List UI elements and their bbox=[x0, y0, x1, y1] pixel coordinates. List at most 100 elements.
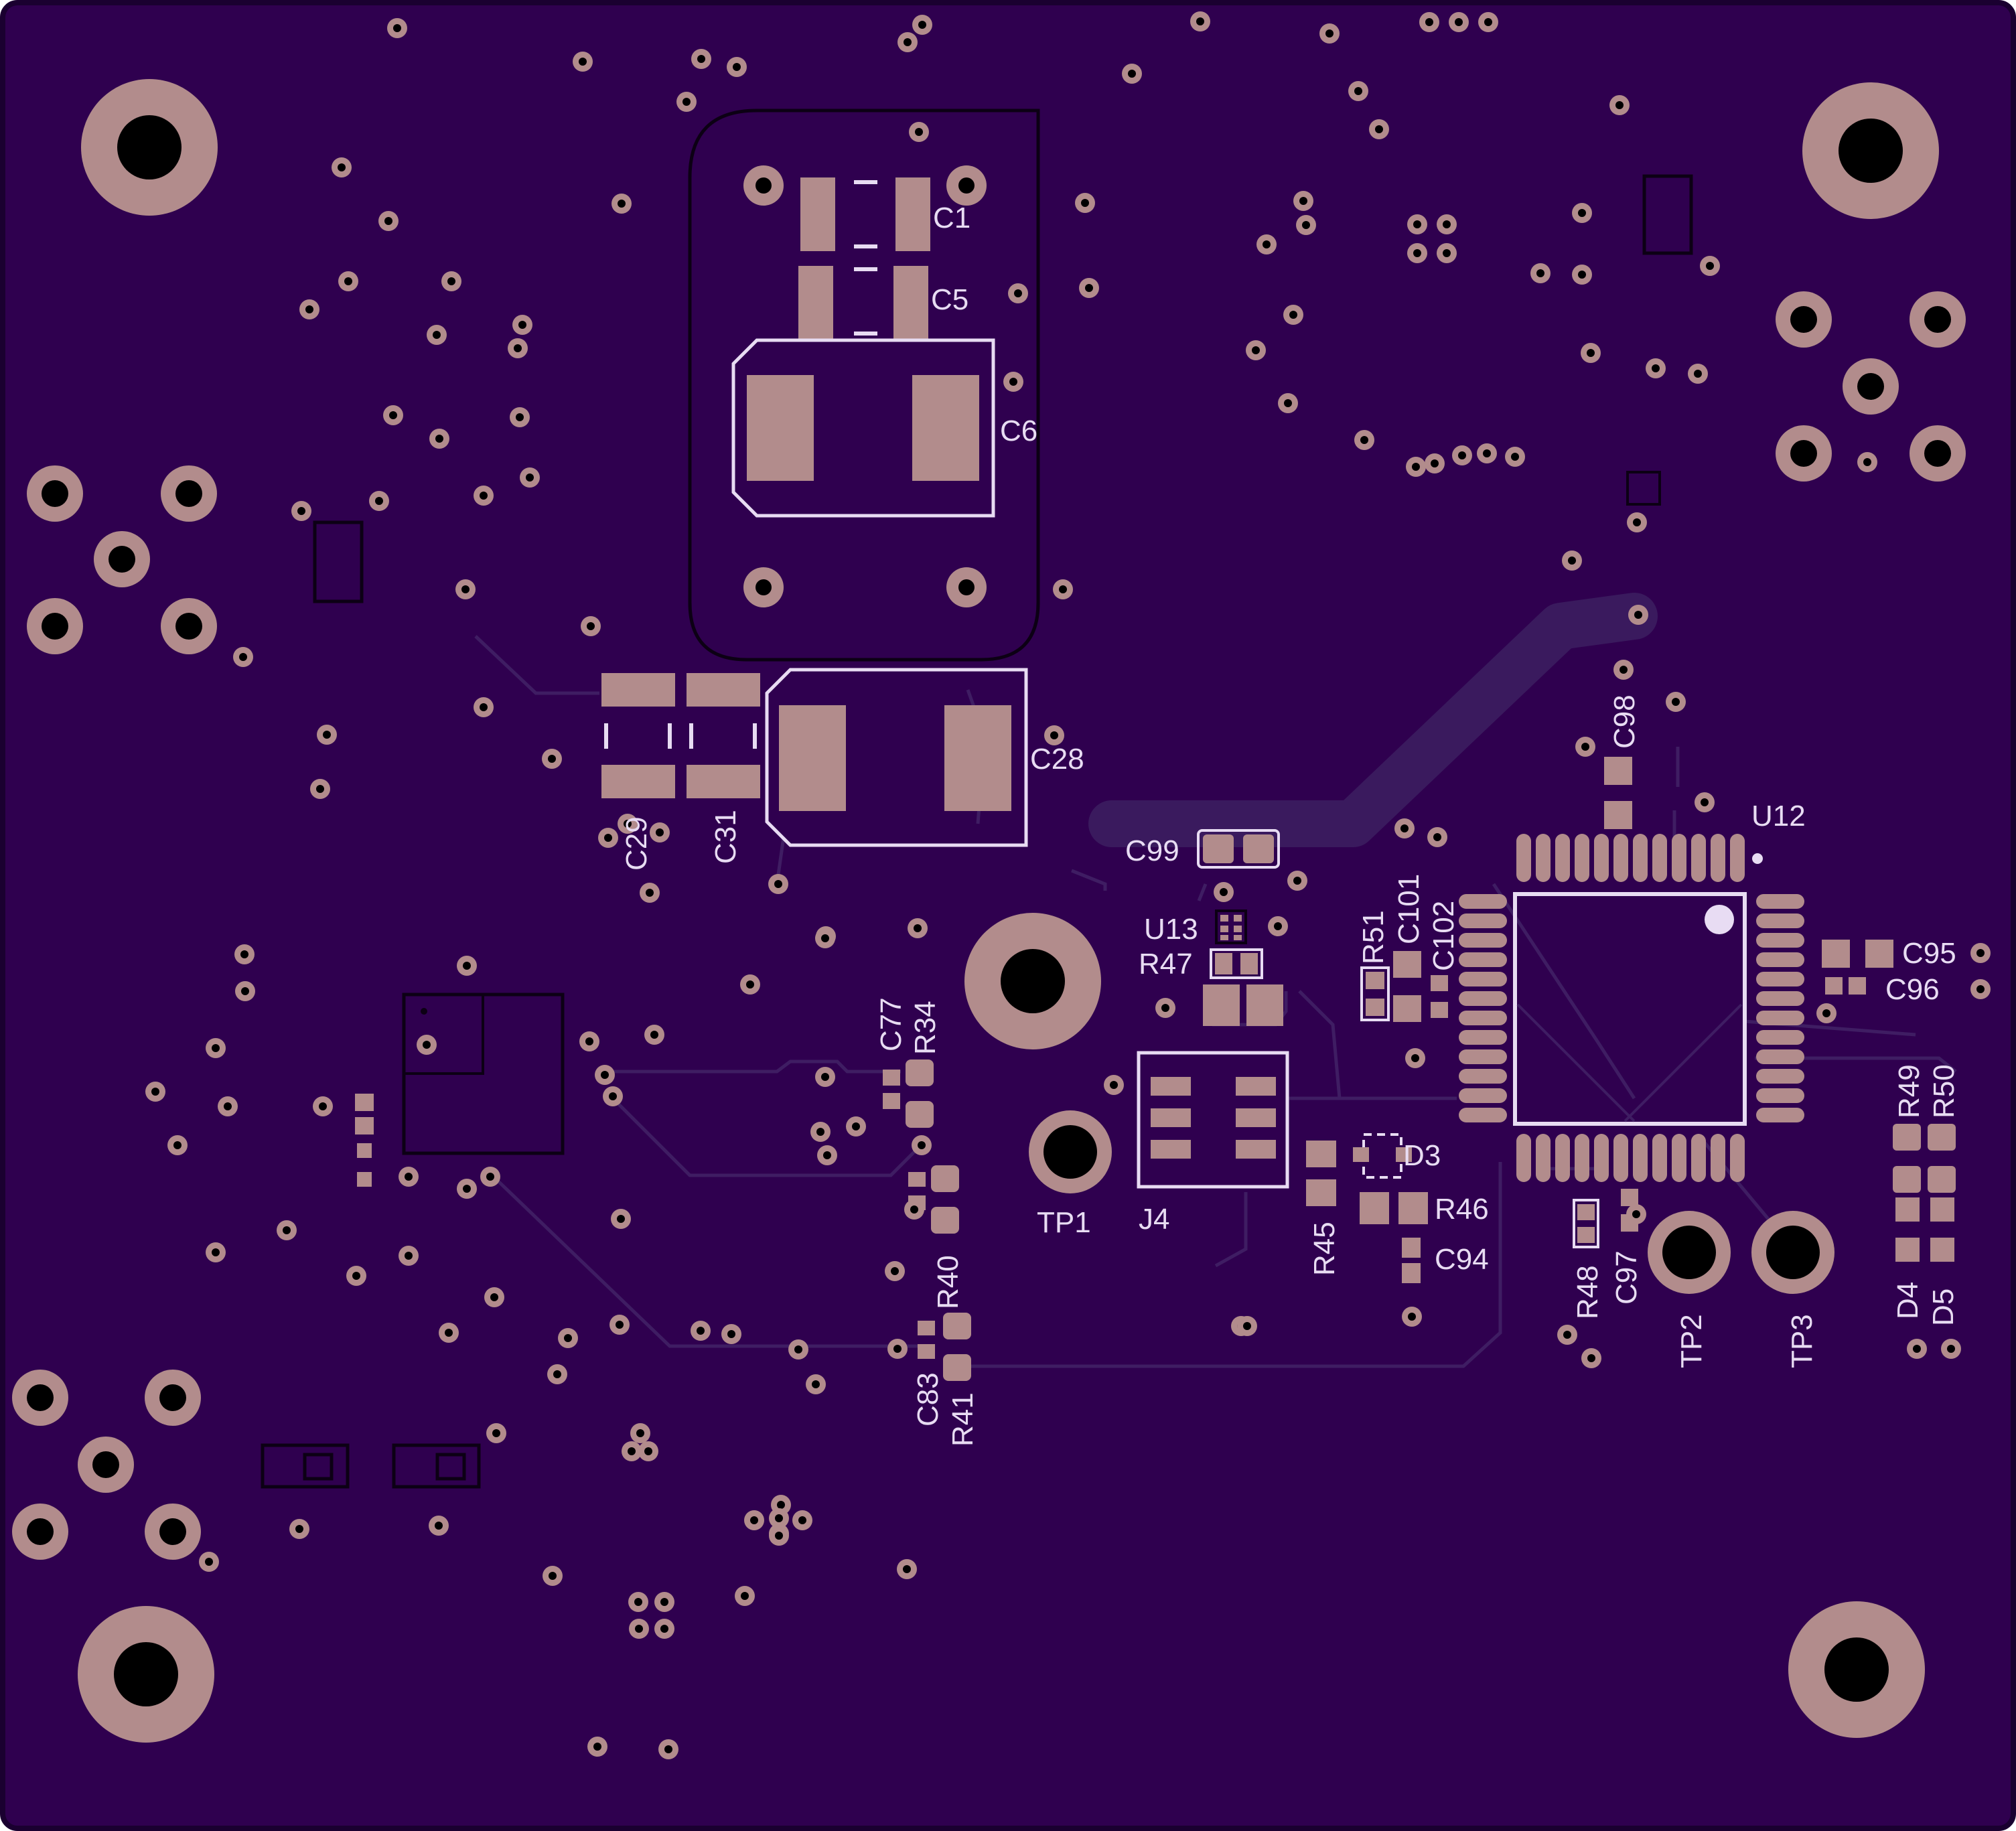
label-c31: C31 bbox=[709, 810, 742, 864]
ic-u12-pin bbox=[1756, 1069, 1804, 1084]
ic-u12-pin bbox=[1575, 1134, 1589, 1182]
capacitor-c98 bbox=[1604, 757, 1632, 829]
via-hole bbox=[1161, 1004, 1169, 1012]
via-hole bbox=[405, 1173, 413, 1181]
label-tp3: TP3 bbox=[1786, 1314, 1818, 1368]
via-hole bbox=[1706, 262, 1714, 270]
ic-u12-pin bbox=[1756, 952, 1804, 967]
via-hole bbox=[1672, 698, 1680, 706]
power-module-outline bbox=[688, 108, 1040, 662]
ic-u12-pin bbox=[1652, 834, 1667, 882]
via-hole bbox=[593, 1743, 601, 1751]
ic-u12-pin bbox=[1613, 1134, 1628, 1182]
diode-d3 bbox=[1353, 1147, 1412, 1162]
capacitor-c83 bbox=[918, 1321, 935, 1359]
via-hole bbox=[1302, 221, 1310, 229]
via-hole bbox=[393, 24, 401, 32]
ic-u12-pin bbox=[1756, 1030, 1804, 1045]
via-hole bbox=[741, 1592, 749, 1600]
via-hole bbox=[1455, 18, 1463, 26]
via-hole bbox=[423, 1041, 431, 1049]
via-hole bbox=[918, 1141, 926, 1149]
via-hole bbox=[435, 435, 443, 443]
ic-u12-pin bbox=[1459, 894, 1507, 909]
via-hole bbox=[635, 1625, 643, 1633]
resistor-r41 bbox=[943, 1313, 971, 1381]
label-c5: C5 bbox=[931, 283, 968, 316]
label-d5: D5 bbox=[1927, 1289, 1960, 1326]
ic-u12-pin bbox=[1756, 1108, 1804, 1122]
ic-u12-pin bbox=[1756, 1049, 1804, 1064]
via-hole bbox=[816, 1128, 824, 1136]
via-hole bbox=[205, 1558, 213, 1566]
ic-u12-pin bbox=[1711, 834, 1725, 882]
via-hole bbox=[405, 1252, 413, 1260]
ic-u12-pin bbox=[1575, 834, 1589, 882]
label-c97: C97 bbox=[1610, 1250, 1643, 1305]
ic-left-pin1 bbox=[421, 1008, 427, 1015]
ic-u12-pin bbox=[1459, 991, 1507, 1006]
ic-u12-pin bbox=[1756, 972, 1804, 986]
via-hole bbox=[1411, 1054, 1419, 1062]
ic-u12-pin bbox=[1652, 1134, 1667, 1182]
via-hole bbox=[1578, 271, 1586, 279]
via-hole bbox=[697, 55, 705, 63]
via-hole bbox=[1587, 349, 1595, 357]
ic-u12-diagonals bbox=[1516, 1003, 1743, 1122]
label-d4: D4 bbox=[1891, 1282, 1924, 1319]
ic-outline-left-inner bbox=[403, 993, 484, 1075]
via-hole bbox=[634, 1598, 642, 1606]
via-hole bbox=[1412, 463, 1420, 471]
via-hole bbox=[316, 785, 324, 793]
via-hole bbox=[1196, 17, 1204, 25]
ic-u12-pin bbox=[1730, 1134, 1745, 1182]
via-hole bbox=[628, 1447, 636, 1455]
via-hole bbox=[1578, 209, 1586, 217]
component-outline-small bbox=[1626, 471, 1661, 506]
label-c102: C102 bbox=[1427, 901, 1460, 971]
resistor-r47-outline bbox=[1210, 948, 1263, 979]
via-hole bbox=[549, 1572, 557, 1580]
via-hole bbox=[1587, 1354, 1595, 1362]
capacitor-c101 bbox=[1393, 951, 1421, 1022]
via-hole bbox=[548, 755, 556, 763]
via-hole bbox=[1615, 101, 1624, 109]
label-r51: R51 bbox=[1357, 910, 1390, 964]
via-hole bbox=[775, 1532, 783, 1540]
capacitor-c95 bbox=[1822, 940, 1893, 968]
label-c95: C95 bbox=[1902, 937, 1956, 970]
via-hole bbox=[660, 1598, 668, 1606]
ic-u12-pin bbox=[1756, 1011, 1804, 1025]
diode-d5 bbox=[1930, 1197, 1954, 1262]
via-hole bbox=[697, 1327, 705, 1335]
ic-u12-pin bbox=[1459, 1049, 1507, 1064]
via-hole bbox=[514, 344, 522, 352]
ic-u12-pin bbox=[1459, 952, 1507, 967]
test-points bbox=[1029, 1110, 1834, 1294]
label-r46: R46 bbox=[1435, 1193, 1489, 1226]
via-hole bbox=[1243, 1322, 1251, 1330]
ic-u12-pin bbox=[1516, 1134, 1531, 1182]
via-hole bbox=[852, 1122, 860, 1130]
via-hole bbox=[746, 980, 754, 988]
via-hole bbox=[1289, 311, 1297, 319]
via-hole bbox=[1299, 197, 1307, 205]
via-hole bbox=[616, 1321, 624, 1329]
label-r50: R50 bbox=[1928, 1064, 1960, 1118]
via-hole bbox=[445, 1329, 453, 1337]
capacitor-c6-outline bbox=[731, 338, 995, 518]
via-hole bbox=[893, 1345, 902, 1353]
label-d3: D3 bbox=[1403, 1139, 1441, 1172]
via-hole bbox=[1976, 949, 1985, 957]
via-hole bbox=[173, 1141, 182, 1149]
capacitor-c28-pads bbox=[779, 705, 1011, 811]
via-hole bbox=[794, 1345, 802, 1353]
via-hole bbox=[344, 277, 352, 285]
via-hole bbox=[624, 820, 632, 828]
via-hole bbox=[918, 21, 926, 29]
via-hole bbox=[1081, 199, 1089, 207]
via-hole bbox=[1694, 370, 1702, 378]
resistor-left-vertical bbox=[355, 1094, 374, 1187]
via-hole bbox=[1263, 240, 1271, 248]
label-u13: U13 bbox=[1144, 913, 1198, 946]
